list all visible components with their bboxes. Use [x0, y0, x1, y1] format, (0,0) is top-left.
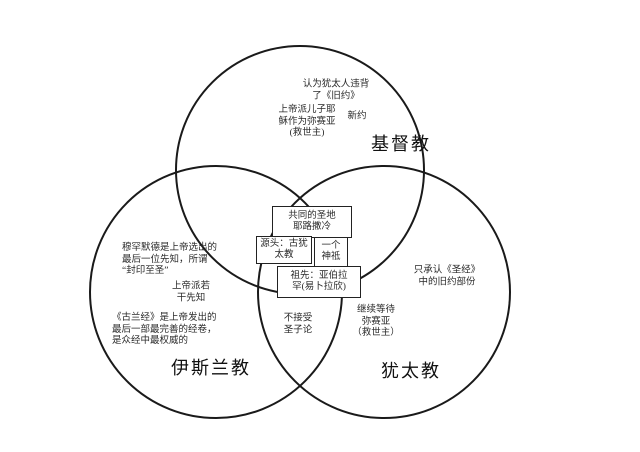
- note-new-testament: 新约: [347, 111, 367, 122]
- note-quran-most-perfect-scripture: 《古兰经》是上帝发出的 最后一部最完善的经卷， 是众经中最权威的: [112, 313, 217, 346]
- note-jews-broke-old-covenant: 认为犹太人违背 了《旧约》: [302, 79, 370, 102]
- shared-box-holy-city-jerusalem: 共同的圣地 耶路撒冷: [272, 206, 352, 238]
- note-god-sent-prophets: 上帝派若 干先知: [171, 281, 211, 304]
- note-muhammad-last-prophet: 穆罕默德是上帝选出的 最后一位先知，所谓 “封印至圣”: [122, 243, 218, 276]
- note-only-old-testament-accepted: 只承认《圣经》 中的旧约部份: [413, 265, 481, 288]
- note-still-waiting-for-messiah: 继续等待 弥赛亚 （救世主）: [352, 304, 400, 338]
- shared-box-origin-ancient-judaism: 源头：古犹 太教: [256, 236, 312, 264]
- note-reject-son-of-god-doctrine: 不接受 圣子论: [283, 313, 313, 336]
- shared-box-one-god: 一个 神祗: [314, 237, 348, 267]
- christianity-label: 基督教: [371, 134, 431, 154]
- judaism-label: 犹太教: [381, 361, 441, 381]
- judaism-circle: [257, 165, 511, 419]
- note-god-sent-son-jesus-messiah: 上帝派儿子耶 稣作为弥赛亚 (救世主): [278, 104, 336, 138]
- islam-label: 伊斯兰教: [171, 358, 251, 378]
- shared-box-ancestor-abraham: 祖先：亚伯拉 罕(易卜拉欣): [277, 266, 361, 298]
